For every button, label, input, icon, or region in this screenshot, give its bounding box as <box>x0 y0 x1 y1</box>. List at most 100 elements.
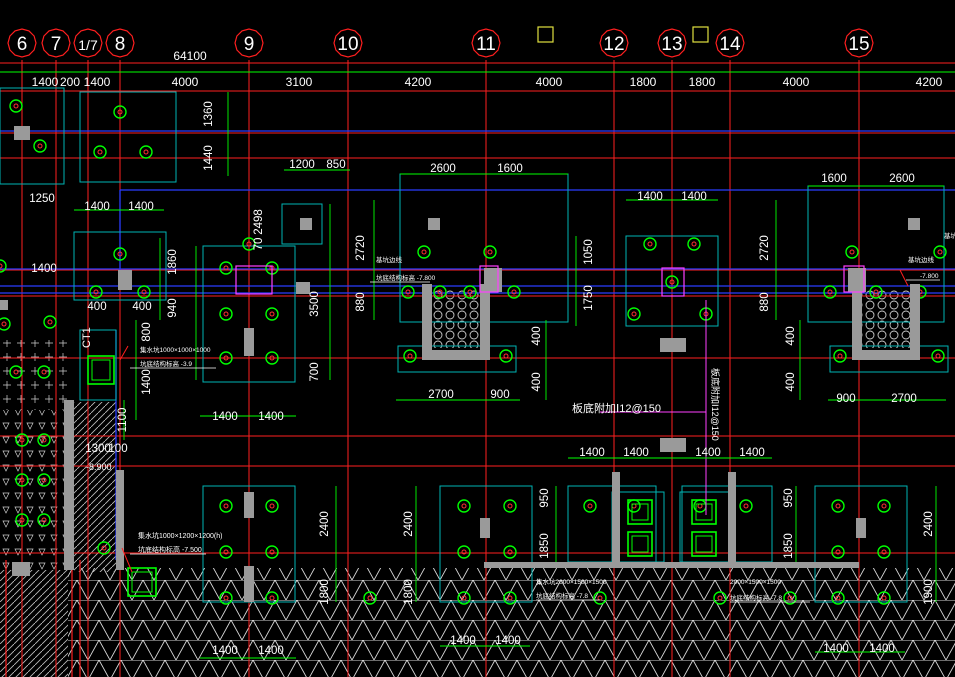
dimension-text-29: 400 <box>531 326 543 345</box>
pile-core-53 <box>0 263 3 269</box>
dimension-text-42: 2700 <box>891 393 917 405</box>
dimension-text-38: 880 <box>759 292 771 311</box>
pile-circle-63 <box>37 513 51 527</box>
pit-wall-8 <box>484 562 859 568</box>
column-15 <box>612 472 620 562</box>
leader-arrow-2 <box>119 345 129 361</box>
axis-bubble-6 <box>7 28 37 58</box>
pile-core-26 <box>849 249 855 255</box>
top-dimension-text-9: 4000 <box>783 75 810 89</box>
dimension-text-26: 880 <box>355 292 367 311</box>
pile-cap-0 <box>0 87 65 185</box>
pile-core-65 <box>503 353 509 359</box>
dimension-text-11: 1400 <box>141 369 153 395</box>
pile-circle-69 <box>593 591 607 605</box>
pile-core-72 <box>101 545 107 551</box>
pile-core-36 <box>269 595 275 601</box>
dimension-text-16: 850 <box>326 159 345 171</box>
pile-core-10 <box>223 311 229 317</box>
dimension-text-27: 2700 <box>428 389 454 401</box>
dimension-text-21: 1400 <box>212 411 238 423</box>
dimension-text-34: 1750 <box>583 285 595 311</box>
axis-label-14: 14 <box>719 34 741 55</box>
axis-label-1/7: 1/7 <box>78 37 98 53</box>
pile-layer <box>0 99 947 605</box>
pile-circle-12 <box>219 351 233 365</box>
wall-layer <box>0 130 955 560</box>
column-0 <box>14 126 30 140</box>
pile-core-21 <box>647 241 653 247</box>
pile-core-42 <box>507 595 513 601</box>
dimension-text-54: 1850 <box>783 533 795 559</box>
pile-circle-59 <box>37 433 51 447</box>
dimension-text-48: 1800 <box>319 579 331 605</box>
pit-wall-5 <box>910 284 920 360</box>
sump-pit-inner-5 <box>91 359 111 381</box>
column-2 <box>244 328 254 356</box>
dimension-text-49: 2400 <box>403 511 415 537</box>
top-dimension-text-1: 200 <box>60 75 80 89</box>
axis-label-15: 15 <box>848 34 869 55</box>
pile-core-28 <box>873 289 879 295</box>
axis-label-8: 8 <box>115 34 126 55</box>
dimension-text-53: 950 <box>783 488 795 507</box>
dimension-text-41: 900 <box>836 393 855 405</box>
axis-bubble-12 <box>599 28 629 58</box>
sump-pit-inner-4 <box>131 571 153 593</box>
pile-circle-21 <box>643 237 657 251</box>
pile-core-15 <box>421 249 427 255</box>
dimension-text-13: 1300 <box>85 443 111 455</box>
pile-circle-44 <box>627 499 641 513</box>
pile-core-32 <box>269 503 275 509</box>
pit-wall-1 <box>422 350 488 360</box>
pile-core-62 <box>19 517 25 523</box>
dimension-text-45: 1400 <box>695 447 721 459</box>
column-12 <box>244 566 254 602</box>
pile-cap-6 <box>625 235 719 327</box>
sump-pit-1 <box>627 531 653 557</box>
dimension-text-40: 400 <box>785 372 797 391</box>
pile-circle-62 <box>15 513 29 527</box>
pile-core-47 <box>835 503 841 509</box>
axis-bubble-9 <box>234 28 264 58</box>
overall-dimension-text: 64100 <box>173 49 207 63</box>
pile-circle-20 <box>401 285 415 299</box>
pile-circle-72 <box>97 541 111 555</box>
annotation-text-0: 集水坑1000×1000×1000 <box>140 345 211 354</box>
axis-bubble-10 <box>333 28 363 58</box>
pile-circle-27 <box>823 285 837 299</box>
pile-core-49 <box>835 549 841 555</box>
pile-core-48 <box>881 503 887 509</box>
column-13 <box>480 518 490 538</box>
dimension-text-20: 700 <box>309 362 321 381</box>
pile-core-57 <box>47 319 53 325</box>
pile-core-3 <box>97 149 103 155</box>
pile-circle-33 <box>219 545 233 559</box>
pile-core-50 <box>881 549 887 555</box>
dimension-text-57: 1400 <box>212 645 238 657</box>
annotation-text-8: 集水坑2000×1500×1500 <box>536 577 607 586</box>
pile-core-34 <box>269 549 275 555</box>
dimension-line-layer <box>0 71 955 659</box>
dimension-text-23: 2600 <box>430 163 456 175</box>
dimension-text-36: 2600 <box>889 173 915 185</box>
pile-circle-67 <box>931 349 945 363</box>
selection-marker-left[interactable] <box>537 26 554 43</box>
pile-circle-4 <box>139 145 153 159</box>
pile-core-66 <box>837 353 843 359</box>
axis-label-9: 9 <box>244 34 255 55</box>
pile-circle-38 <box>503 499 517 513</box>
top-dimension-text-0: 1400 <box>32 75 59 89</box>
annotation-text-1: 坑底结构标高 -3.9 <box>140 359 192 368</box>
dimension-text-35: 1600 <box>821 173 847 185</box>
dimension-text-56: 1900 <box>923 579 935 605</box>
dimension-text-9: 400 <box>132 301 151 313</box>
pile-cap-10 <box>79 329 117 401</box>
pile-circle-34 <box>265 545 279 559</box>
column-outline-1 <box>661 267 685 297</box>
axis-bubble-14 <box>715 28 745 58</box>
axis-label-6: 6 <box>17 34 28 55</box>
selection-marker-right[interactable] <box>692 26 709 43</box>
